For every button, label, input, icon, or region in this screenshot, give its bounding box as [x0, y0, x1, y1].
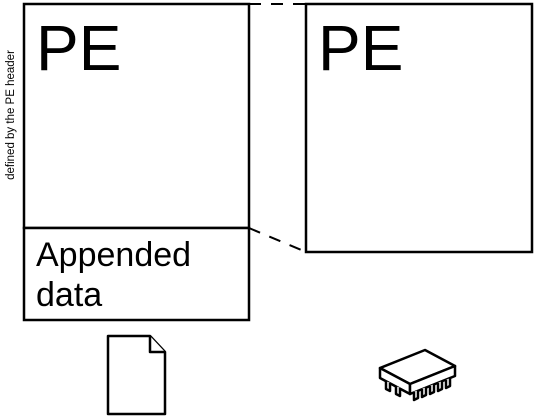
mapping-connector-bottom — [248, 227, 307, 253]
memory-pe-region — [304, 2, 534, 254]
memory-box: PE — [304, 2, 534, 254]
appended-data-region — [22, 226, 251, 322]
appended-label-line2: data — [36, 276, 102, 314]
file-pe-region — [22, 2, 251, 230]
file-box: PE Appended data — [22, 2, 251, 322]
appended-label-line1: Appended — [36, 236, 191, 274]
document-icon — [106, 334, 167, 416]
memory-pe-label: PE — [318, 12, 403, 84]
side-label: defined by the PE header — [5, 50, 17, 180]
file-pe-label: PE — [36, 12, 121, 84]
memory-chip-icon — [378, 348, 457, 402]
